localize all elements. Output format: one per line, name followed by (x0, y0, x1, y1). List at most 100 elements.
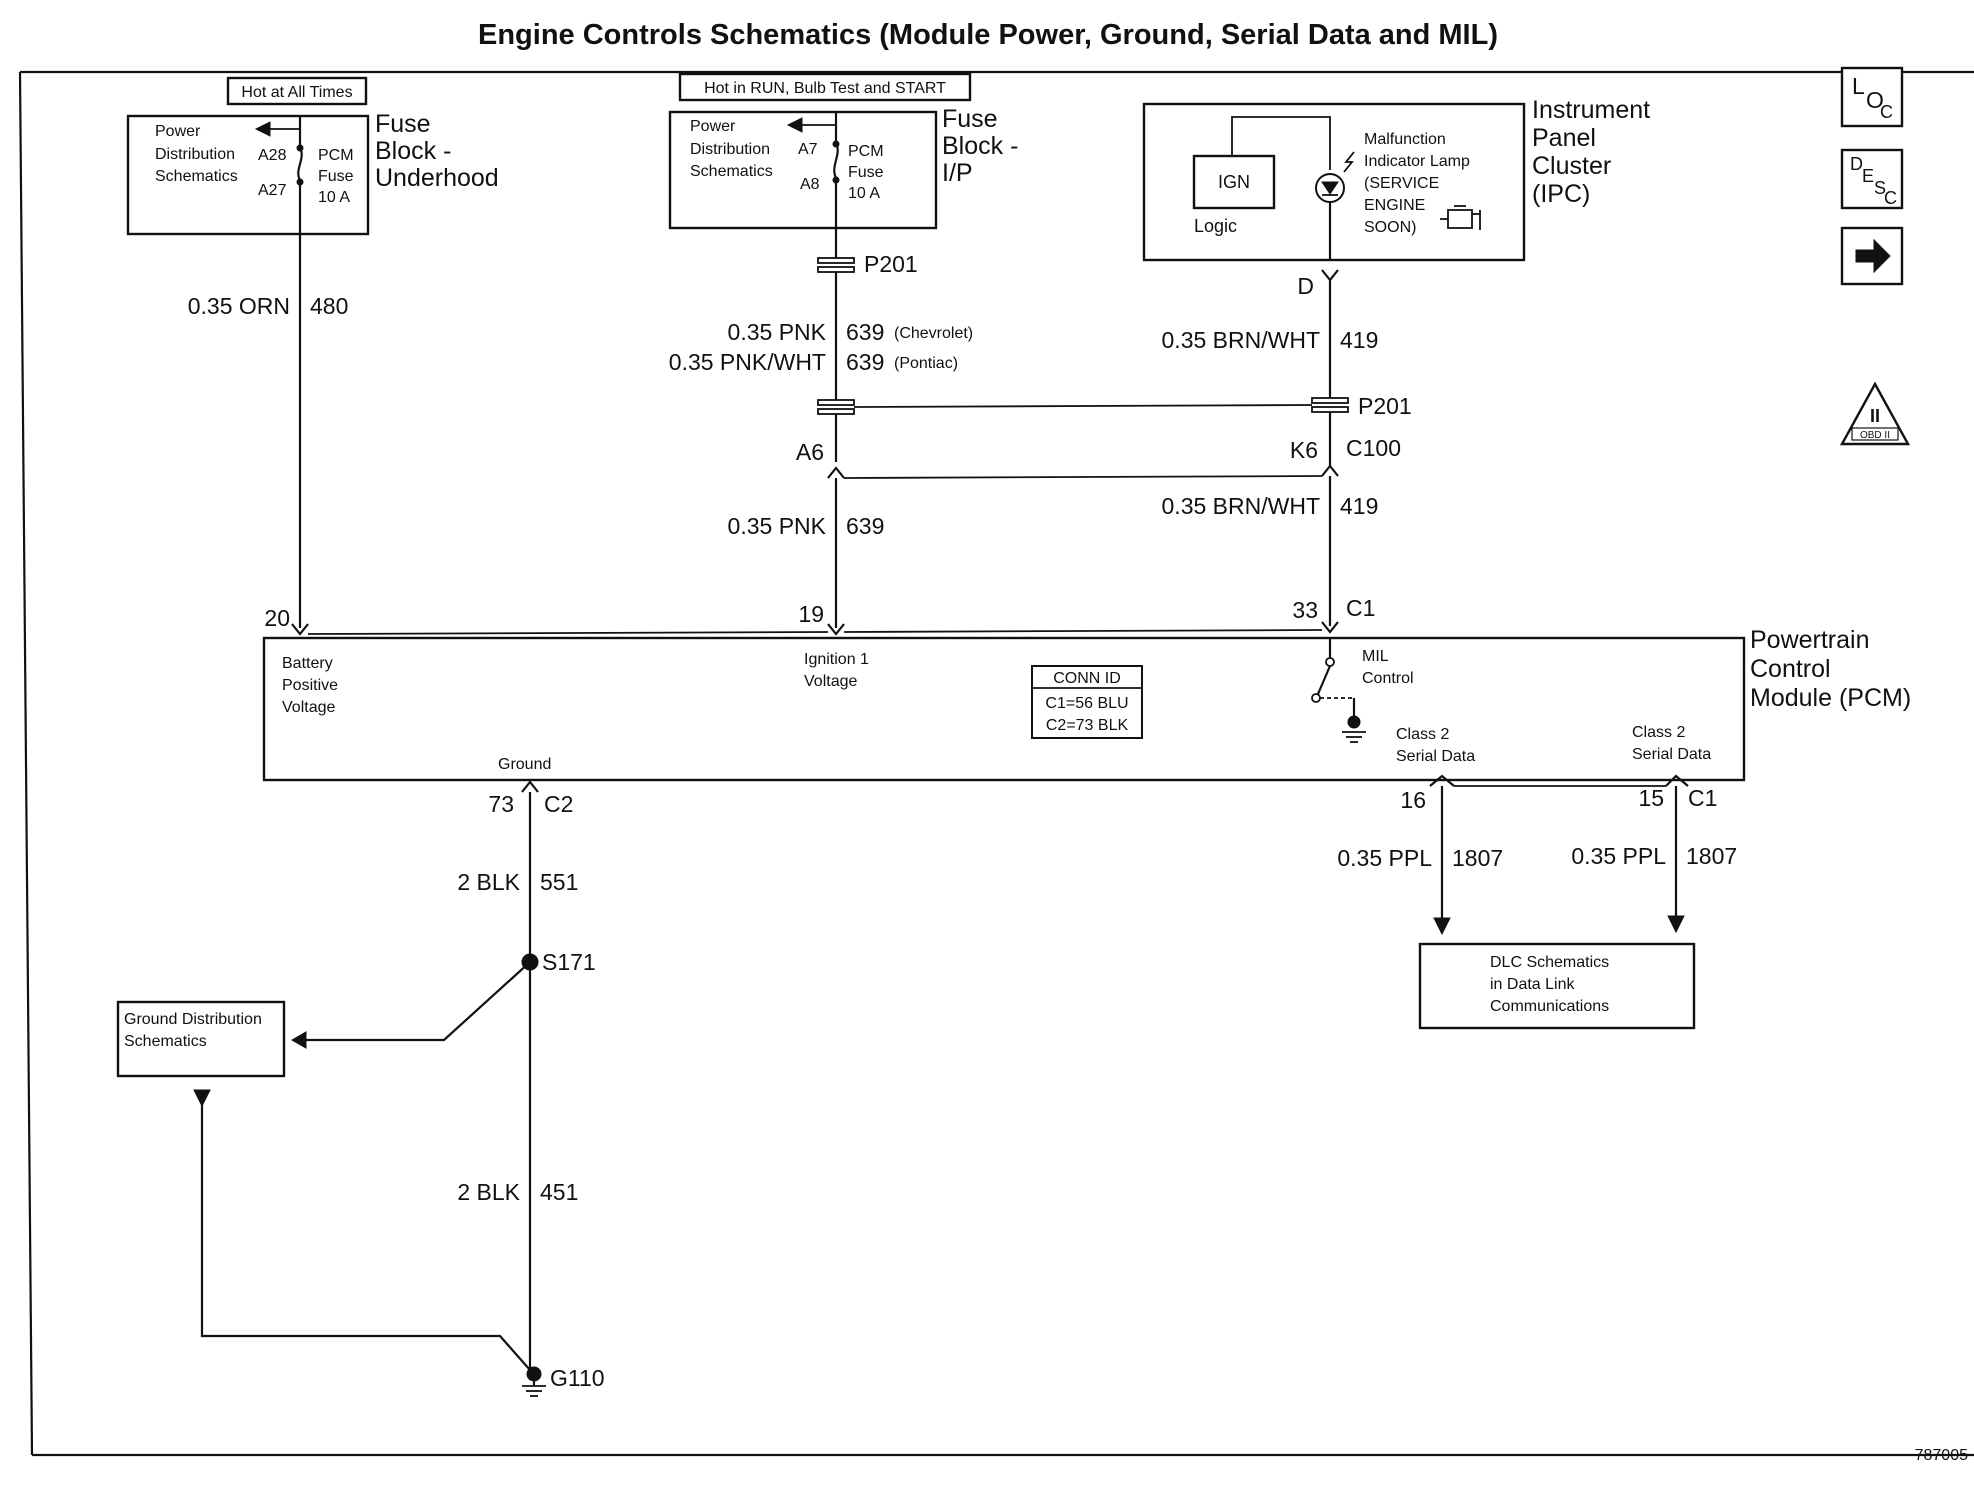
svg-text:2 BLK: 2 BLK (457, 1179, 520, 1205)
svg-text:2 BLK: 2 BLK (457, 869, 520, 895)
ground-distribution-box[interactable]: Ground Distribution Schematics (116, 1000, 286, 1078)
svg-text:O: O (1866, 87, 1884, 113)
svg-text:Control: Control (1750, 655, 1831, 683)
svg-text:Schematics: Schematics (155, 168, 238, 185)
svg-text:Instrument: Instrument (1532, 96, 1650, 124)
svg-text:(Pontiac): (Pontiac) (894, 355, 958, 372)
svg-text:0.35 PNK: 0.35 PNK (728, 319, 827, 345)
svg-text:A7: A7 (798, 141, 818, 158)
connector-c2: C2 (544, 791, 573, 817)
ground-dist-arrow-icon (290, 1031, 307, 1049)
svg-text:639: 639 (846, 349, 884, 375)
wire-to-ground-dist (298, 961, 531, 1042)
terminal-k6: K6 (1290, 437, 1318, 463)
svg-text:419: 419 (1340, 493, 1378, 519)
svg-text:19: 19 (798, 601, 824, 627)
svg-text:Fuse: Fuse (318, 168, 354, 185)
svg-text:SOON): SOON) (1364, 219, 1416, 236)
svg-text:20: 20 (264, 605, 290, 631)
figure-id: 787005 (1915, 1447, 1968, 1464)
diagram-title: Engine Controls Schematics (Module Power… (478, 19, 1498, 51)
svg-text:L: L (1852, 73, 1865, 99)
svg-text:Battery: Battery (282, 655, 333, 672)
ipc-terminal-d (1321, 269, 1339, 282)
svg-text:Serial Data: Serial Data (1396, 748, 1475, 765)
serial-arrow-b-icon (1667, 915, 1685, 934)
lightning-icon (1343, 151, 1355, 173)
svg-text:419: 419 (1340, 327, 1378, 353)
svg-text:1807: 1807 (1452, 845, 1503, 871)
svg-text:C: C (1884, 188, 1897, 208)
svg-text:639: 639 (846, 319, 884, 345)
dlc-schematics-box[interactable]: DLC Schematics in Data Link Communicatio… (1418, 942, 1696, 1030)
svg-text:Cluster: Cluster (1532, 152, 1611, 180)
svg-text:551: 551 (540, 869, 578, 895)
svg-text:Class 2: Class 2 (1396, 726, 1449, 743)
svg-text:(Chevrolet): (Chevrolet) (894, 325, 973, 342)
svg-text:15: 15 (1638, 785, 1664, 811)
wire-480-gauge: 0.35 ORN (188, 293, 290, 319)
svg-text:0.35 PNK/WHT: 0.35 PNK/WHT (669, 349, 826, 375)
svg-text:Panel: Panel (1532, 124, 1596, 152)
instrument-panel-cluster: IGN Logic Malfunction Indicator Lamp (SE… (1142, 96, 1650, 262)
wire-480-circuit: 480 (310, 293, 348, 319)
svg-text:Ignition 1: Ignition 1 (804, 651, 869, 668)
svg-text:PCM: PCM (318, 147, 354, 164)
pcm-pin-16 (1429, 774, 1455, 787)
p201-label-a: P201 (864, 251, 918, 277)
svg-text:MIL: MIL (1362, 648, 1389, 665)
svg-text:Serial Data: Serial Data (1632, 746, 1711, 763)
terminal-a6: A6 (796, 439, 824, 465)
desc-icon[interactable]: D E S C (1840, 148, 1904, 210)
svg-text:ENGINE: ENGINE (1364, 197, 1425, 214)
loc-icon[interactable]: L O C (1840, 66, 1904, 128)
svg-text:10 A: 10 A (848, 185, 880, 202)
ground-g110-icon (522, 1366, 546, 1397)
svg-text:PCM: PCM (848, 143, 884, 160)
ground-g110: G110 (550, 1365, 605, 1391)
svg-text:Schematics: Schematics (690, 163, 773, 180)
svg-text:451: 451 (540, 1179, 578, 1205)
svg-text:CONN ID: CONN ID (1053, 670, 1121, 687)
svg-text:Fuse: Fuse (942, 105, 998, 133)
connector-c1-top: C1 (1346, 595, 1375, 621)
pcm-pin-15 (1665, 774, 1689, 787)
svg-text:Communications: Communications (1490, 998, 1609, 1015)
svg-text:10 A: 10 A (318, 189, 350, 206)
arrow-right-icon[interactable] (1840, 226, 1904, 286)
svg-text:IGN: IGN (1218, 172, 1250, 192)
svg-text:Ground: Ground (498, 756, 551, 773)
svg-text:DLC Schematics: DLC Schematics (1490, 954, 1609, 971)
svg-text:Block -: Block - (942, 132, 1018, 160)
svg-text:Underhood: Underhood (375, 164, 499, 192)
svg-text:I/P: I/P (942, 159, 973, 187)
svg-text:A28: A28 (258, 147, 287, 164)
svg-text:Malfunction: Malfunction (1364, 131, 1446, 148)
connector-c100: C100 (1346, 435, 1401, 461)
svg-text:S: S (1874, 178, 1886, 198)
svg-text:(SERVICE: (SERVICE (1364, 175, 1439, 192)
obd-ii-icon: II OBD II (1839, 381, 1911, 446)
svg-text:E: E (1862, 166, 1874, 186)
svg-text:(IPC): (IPC) (1532, 180, 1590, 208)
svg-text:II: II (1870, 406, 1880, 426)
svg-text:C2=73 BLK: C2=73 BLK (1046, 717, 1129, 734)
c100-link (843, 475, 1323, 479)
svg-text:C: C (1880, 102, 1893, 122)
pcm-pin-20 (291, 623, 309, 636)
splice-s171: S171 (542, 949, 596, 975)
svg-text:Powertrain: Powertrain (1750, 626, 1870, 654)
svg-text:16: 16 (1400, 787, 1426, 813)
hot-in-run-box (678, 72, 972, 102)
powertrain-control-module: Battery Positive Voltage Ignition 1 Volt… (262, 626, 1911, 782)
svg-text:Class 2: Class 2 (1632, 724, 1685, 741)
svg-text:Control: Control (1362, 670, 1414, 687)
connector-c1-bottom: C1 (1688, 785, 1717, 811)
pcm-pin-33 (1321, 621, 1339, 634)
wire-ground-return (200, 1098, 531, 1371)
svg-text:OBD II: OBD II (1860, 430, 1890, 441)
hot-at-all-times-box (226, 76, 368, 106)
conn-id-box: CONN ID C1=56 BLU C2=73 BLK (1031, 665, 1143, 739)
pcm-c1-link-b (843, 629, 1323, 633)
